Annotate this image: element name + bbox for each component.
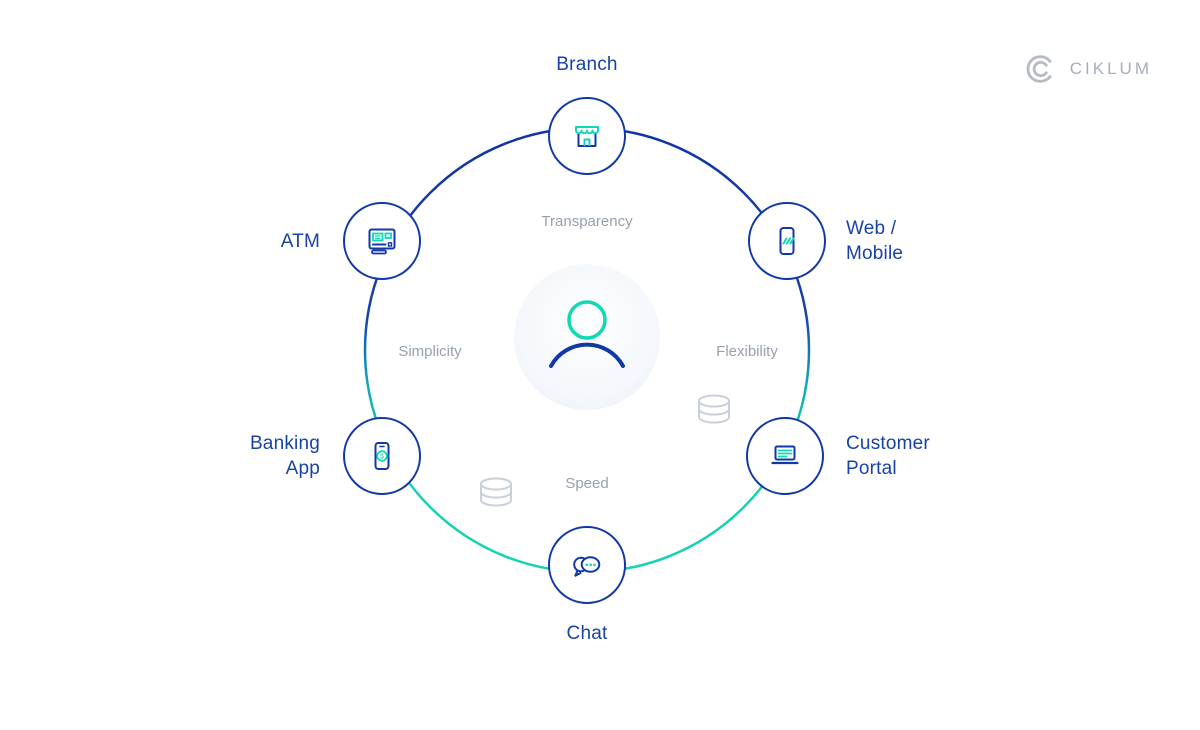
currency-symbol: $	[380, 452, 385, 461]
node-atm	[343, 202, 421, 280]
node-branch	[548, 97, 626, 175]
chat-bubbles-icon	[573, 556, 601, 577]
label-banking-app: Banking App	[249, 433, 320, 479]
node-banking-app: $	[343, 417, 421, 495]
mobile-payment-icon: $	[374, 442, 390, 470]
atm-machine-icon	[368, 228, 396, 255]
person-icon	[549, 300, 625, 368]
ciklum-logo-mark	[1026, 55, 1052, 83]
laptop-icon	[771, 445, 799, 465]
value-transparency: Transparency	[541, 213, 633, 230]
storefront-icon	[575, 126, 599, 147]
node-web-mobile	[748, 202, 826, 280]
smartphone-signal-icon	[779, 227, 795, 255]
value-flexibility: Flexibility	[716, 343, 778, 360]
value-speed: Speed	[565, 475, 609, 492]
label-branch: Branch	[556, 54, 618, 75]
value-simplicity: Simplicity	[398, 343, 462, 360]
customer-center	[514, 264, 660, 410]
node-chat	[548, 526, 626, 604]
label-web-mobile: Web / Mobile	[846, 218, 904, 264]
ciklum-logo: CIKLUM	[1022, 50, 1152, 88]
database-icon	[480, 477, 512, 507]
node-customer-portal	[746, 417, 824, 495]
label-chat: Chat	[566, 623, 608, 644]
ciklum-logo-text: CIKLUM	[1069, 59, 1152, 78]
label-customer-portal: Customer Portal	[846, 433, 930, 479]
label-atm: ATM	[280, 231, 320, 252]
database-icon	[698, 394, 730, 424]
